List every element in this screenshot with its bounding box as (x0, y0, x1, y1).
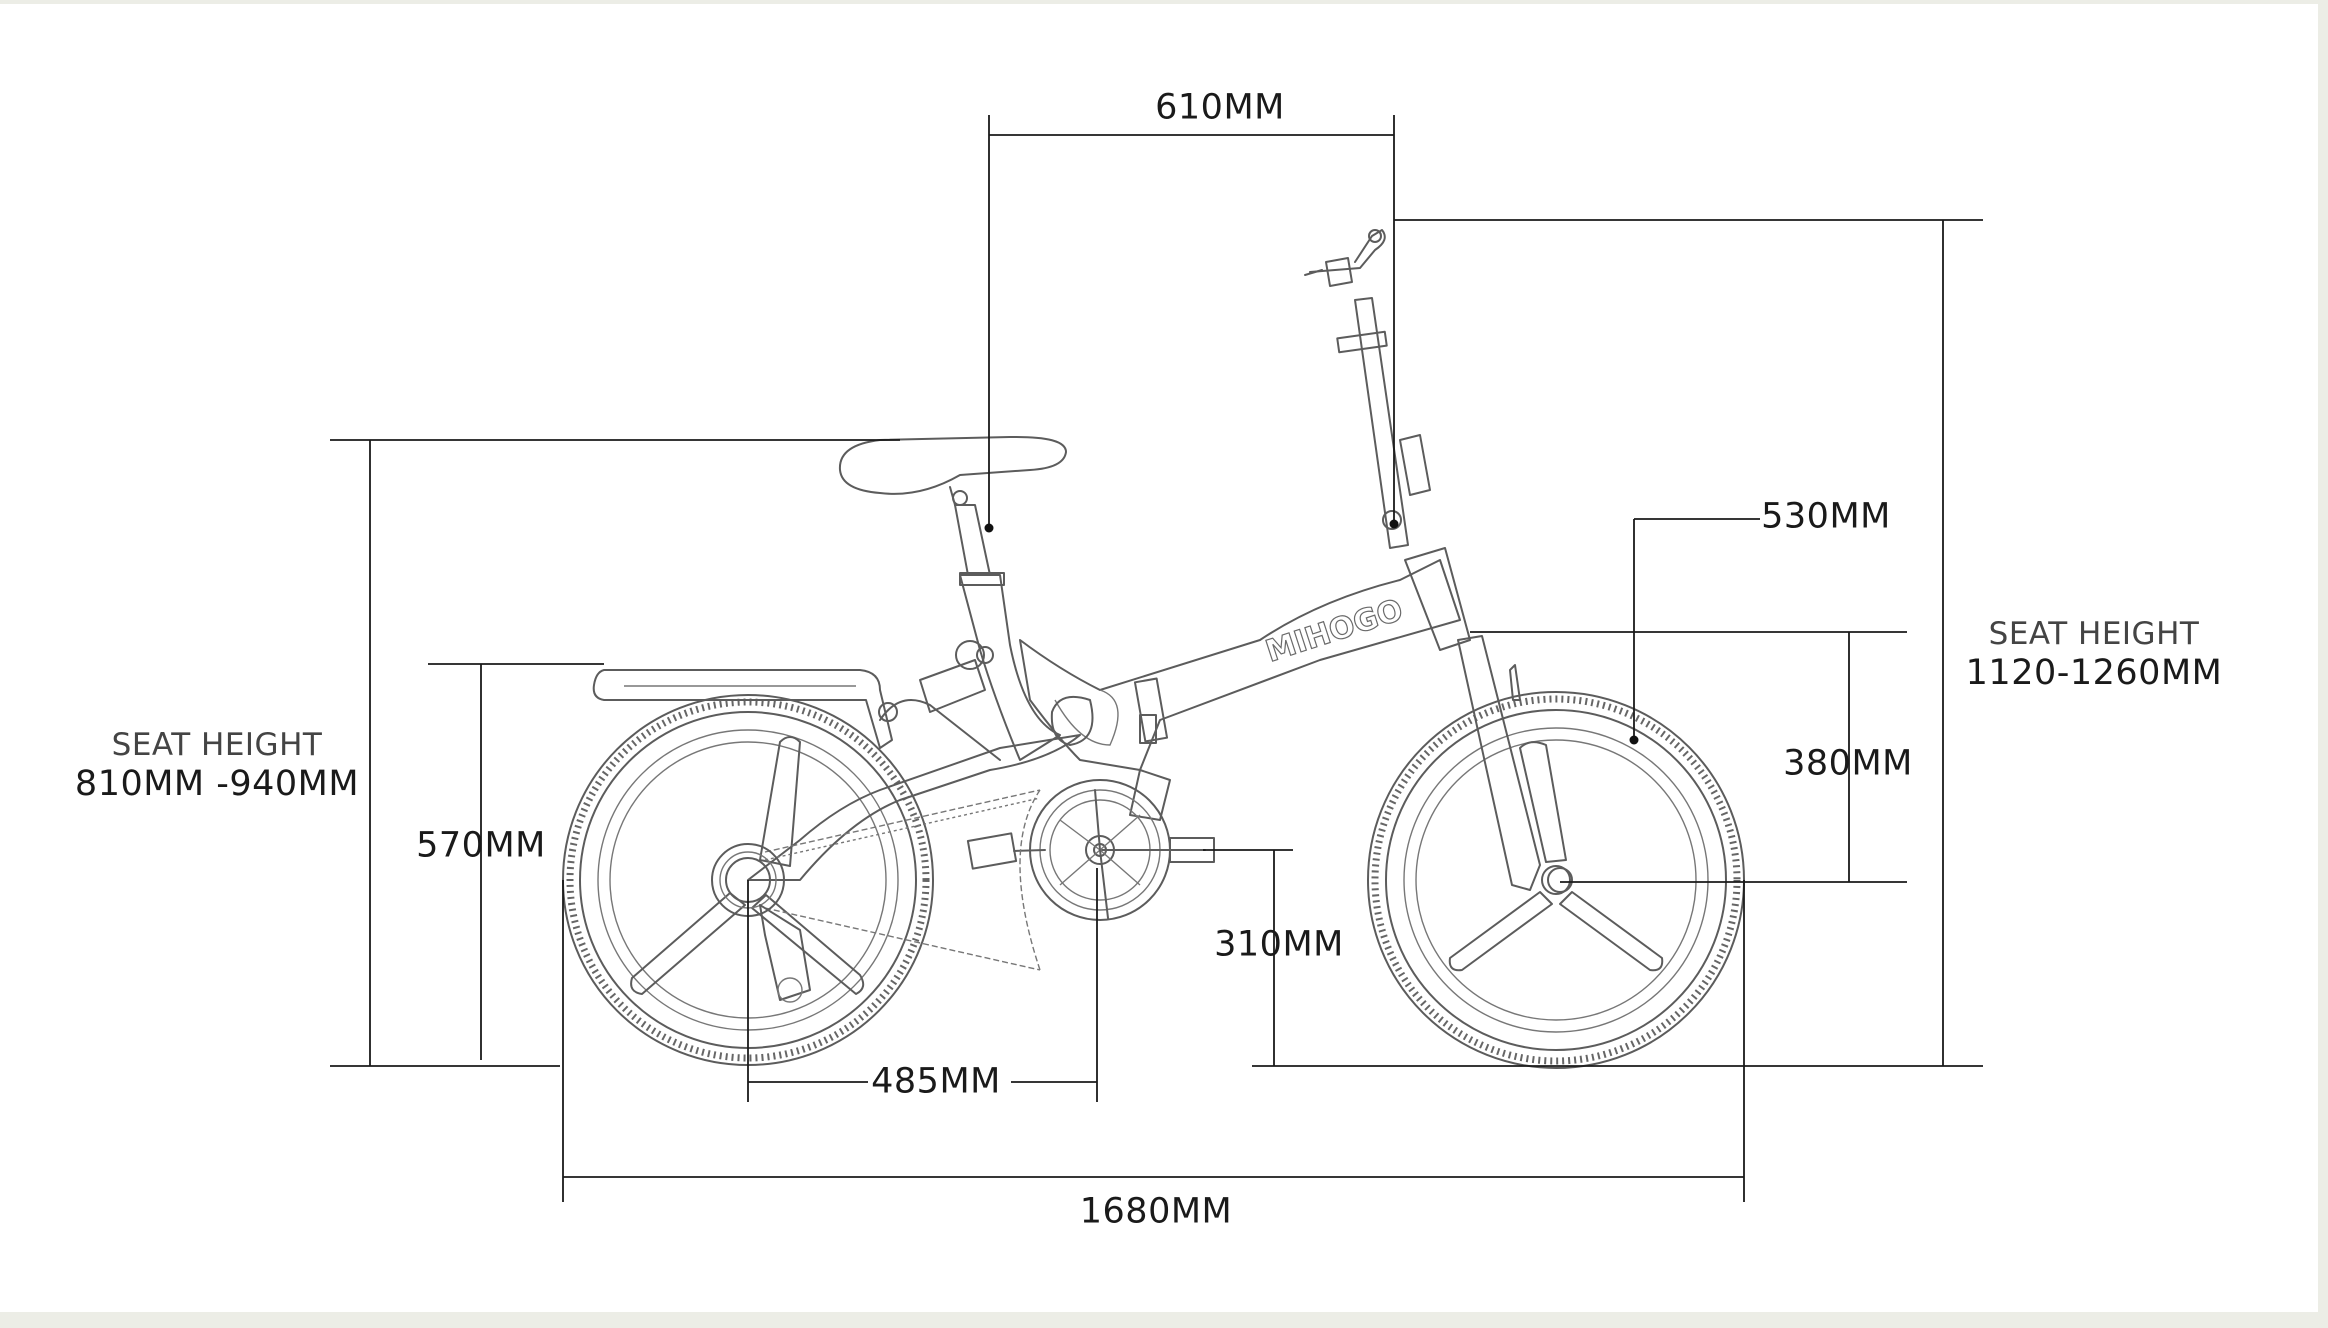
crank-height-value: 310MM (1214, 924, 1344, 965)
left-pedal (966, 832, 1018, 870)
head-tube (1404, 547, 1471, 651)
wheel-radius-value: 380MM (1783, 743, 1913, 784)
rear-to-crank-value: 485MM (871, 1061, 1001, 1102)
rear-derailleur (711, 843, 811, 1003)
saddle (838, 435, 1067, 495)
main-frame (1019, 559, 1461, 771)
dim-stem-point (1389, 519, 1399, 529)
bike-illustration: MIHOGO (562, 229, 1745, 1069)
front-wheel (1367, 691, 1745, 1069)
label-total-length: 1680MM (1080, 1191, 1232, 1232)
crankset (1029, 779, 1206, 921)
label-seat-height-left: SEAT HEIGHT 810MM -940MM (75, 727, 359, 805)
rear-shock (919, 659, 986, 713)
label-fork-length: 530MM (1761, 496, 1891, 537)
label-seat-height-right: SEAT HEIGHT 1120-1260MM (1966, 616, 2223, 694)
seat-tube (959, 574, 1061, 761)
label-handlebar-reach: 610MM (1155, 87, 1285, 128)
brand-mark: MIHOGO (1262, 593, 1408, 670)
dim-seat-point (984, 523, 994, 533)
rack-height-value: 570MM (416, 825, 546, 866)
seat-height-left-title: SEAT HEIGHT (111, 727, 323, 764)
rear-swing-arm (747, 734, 1081, 881)
seat-height-left-value: 810MM -940MM (74, 763, 360, 804)
chain (764, 789, 1041, 971)
label-rear-to-crank: 485MM (871, 1061, 1001, 1102)
label-wheel-radius: 380MM (1783, 743, 1913, 784)
handlebar-reach-value: 610MM (1155, 87, 1285, 128)
diagram-board (0, 4, 2318, 1312)
rear-rack (592, 669, 893, 749)
fork-length-value: 530MM (1761, 496, 1891, 537)
label-crank-height: 310MM (1214, 924, 1344, 965)
dimension-lines (330, 115, 1983, 1202)
handlebar (1309, 229, 1386, 273)
label-rack-height: 570MM (416, 825, 546, 866)
total-length-value: 1680MM (1079, 1191, 1233, 1232)
handlebar-stem (1354, 297, 1409, 549)
front-fork (1457, 635, 1541, 891)
seat-height-right-value: 1120-1260MM (1965, 652, 2223, 693)
seat-height-right-title: SEAT HEIGHT (1988, 616, 2200, 653)
